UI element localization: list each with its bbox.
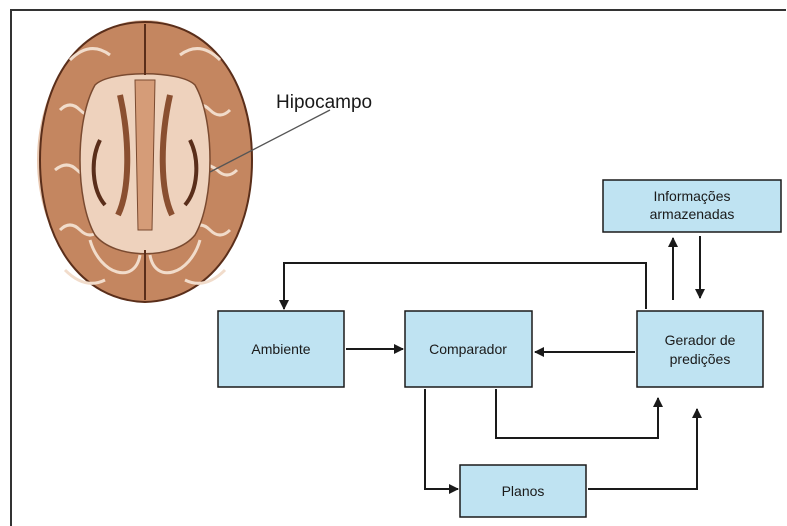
gerador-line2: predições [670, 351, 731, 367]
hipocampo-label: Hipocampo [276, 92, 372, 113]
comparador-box: Comparador [405, 311, 532, 387]
info-box-line1: Informações [653, 188, 730, 204]
comparador-label: Comparador [429, 341, 507, 357]
ambiente-box: Ambiente [218, 311, 344, 387]
arrow-gerador-ambiente [284, 263, 646, 309]
planos-box: Planos [460, 465, 586, 517]
gerador-box: Gerador de predições [637, 311, 763, 387]
brain-illustration [37, 20, 253, 302]
planos-label: Planos [502, 483, 545, 499]
arrow-comparador-gerador [496, 389, 658, 438]
info-box: Informações armazenadas [603, 180, 781, 232]
ambiente-label: Ambiente [251, 341, 310, 357]
info-box-line2: armazenadas [650, 206, 735, 222]
arrow-comparador-planos [425, 389, 458, 489]
arrow-planos-gerador [588, 409, 697, 489]
gerador-line1: Gerador de [665, 332, 736, 348]
